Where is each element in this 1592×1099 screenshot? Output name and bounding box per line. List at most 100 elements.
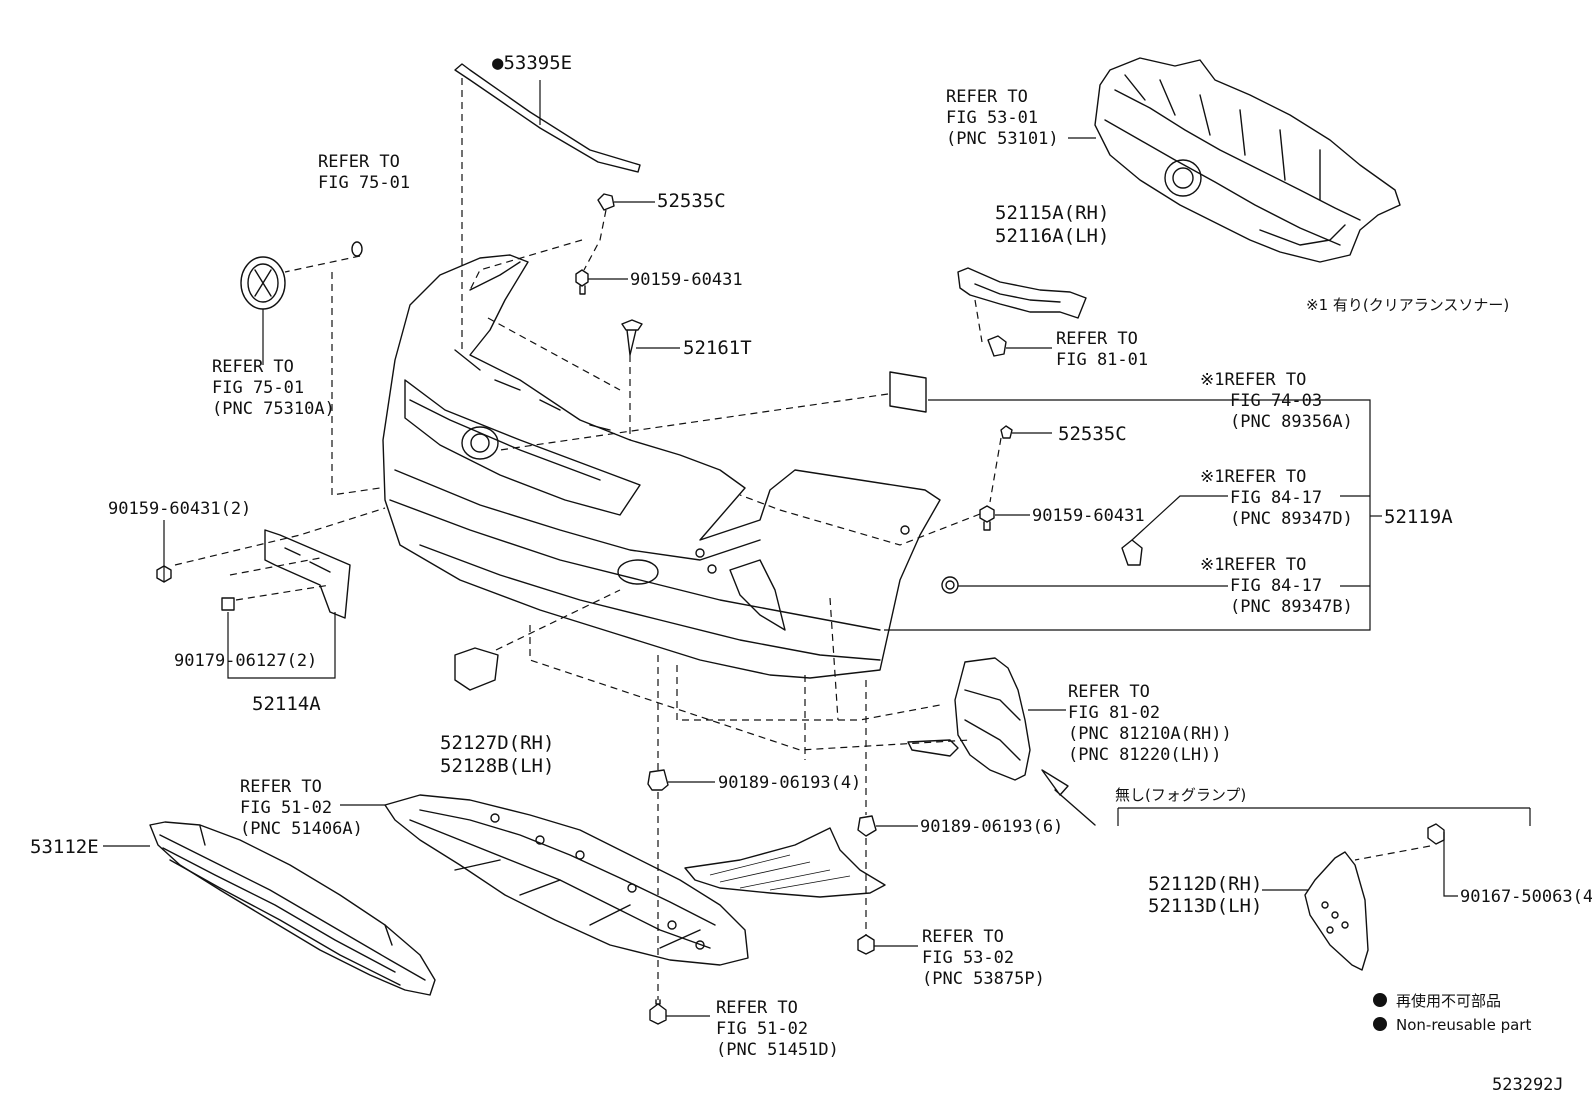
refer-line: FIG 51-02 bbox=[716, 1019, 808, 1039]
diagram-id: 523292J bbox=[1492, 1075, 1564, 1095]
refer-line: (PNC 81220(LH)) bbox=[1068, 745, 1222, 765]
screw-90159-top[interactable] bbox=[575, 269, 589, 295]
label-52127d: 52127D(RH) bbox=[440, 732, 554, 754]
sonar-sensor-89356a[interactable] bbox=[889, 371, 927, 413]
label-52115a: 52115A(RH) bbox=[995, 202, 1109, 224]
refer-fig-51-02-a[interactable]: REFER TO FIG 51-02 (PNC 51406A) bbox=[240, 777, 363, 839]
refer-line: (PNC 53875P) bbox=[922, 969, 1045, 989]
radiator-grille-assembly[interactable] bbox=[1094, 57, 1401, 263]
refer-fig-75-01-top[interactable]: REFER TO FIG 75-01 bbox=[318, 152, 410, 193]
refer-line: ※1REFER TO bbox=[1200, 555, 1306, 575]
refer-line: REFER TO bbox=[922, 927, 1004, 947]
refer-fig-51-02-b[interactable]: REFER TO FIG 51-02 (PNC 51451D) bbox=[716, 998, 839, 1060]
legend-japanese: 再使用不可部品 bbox=[1396, 992, 1501, 1010]
nut-90179[interactable] bbox=[221, 597, 235, 611]
refer-line: (PNC 53101) bbox=[946, 129, 1059, 149]
under-cover-53875p[interactable] bbox=[684, 827, 886, 898]
leader-lines bbox=[103, 80, 1531, 1017]
note-clearance-sonar: ※1 有り(クリアランスソナー) bbox=[1306, 296, 1509, 314]
refer-line: FIG 53-02 bbox=[922, 948, 1014, 968]
direction-arrow bbox=[1041, 769, 1096, 826]
refer-line: REFER TO bbox=[946, 87, 1028, 107]
legend-english: Non-reusable part bbox=[1396, 1016, 1531, 1034]
screw-81-01[interactable] bbox=[987, 335, 1007, 357]
front-emblem[interactable] bbox=[240, 241, 363, 310]
refer-line: (PNC 51406A) bbox=[240, 819, 363, 839]
label-53395e: ●53395E bbox=[492, 52, 572, 74]
refer-line: FIG 84-17 bbox=[1230, 576, 1322, 596]
lower-grille-53112e[interactable] bbox=[149, 821, 436, 996]
refer-line: FIG 75-01 bbox=[212, 378, 304, 398]
refer-line: FIG 84-17 bbox=[1230, 488, 1322, 508]
refer-line: FIG 53-01 bbox=[946, 108, 1038, 128]
refer-line: (PNC 89347B) bbox=[1230, 597, 1353, 617]
refer-fig-81-01[interactable]: REFER TO FIG 81-01 bbox=[1056, 329, 1148, 370]
refer-line: REFER TO bbox=[716, 998, 798, 1018]
refer-fig-81-02[interactable]: REFER TO FIG 81-02 (PNC 81210A(RH)) (PNC… bbox=[1068, 682, 1232, 765]
refer-line: (PNC 75310A) bbox=[212, 399, 335, 419]
tow-hook-cover-52127d[interactable] bbox=[454, 647, 499, 691]
refer-line: REFER TO bbox=[1068, 682, 1150, 702]
label-90167: 90167-50063(4) bbox=[1460, 887, 1592, 907]
refer-line: FIG 75-01 bbox=[318, 173, 410, 193]
label-52113d: 52113D(LH) bbox=[1148, 895, 1262, 917]
front-bumper-cover[interactable] bbox=[382, 254, 941, 679]
label-53112e: 53112E bbox=[30, 836, 99, 858]
label-90159-top: 90159-60431 bbox=[630, 270, 743, 290]
refer-line: FIG 51-02 bbox=[240, 798, 332, 818]
label-52535c-mid: 52535C bbox=[1058, 423, 1127, 445]
refer-line: FIG 74-03 bbox=[1230, 391, 1322, 411]
refer-line: REFER TO bbox=[318, 152, 400, 172]
refer-line: (PNC 51451D) bbox=[716, 1040, 839, 1060]
label-90189-6: 90189-06193(6) bbox=[920, 817, 1063, 837]
label-90159-left: 90159-60431(2) bbox=[108, 499, 251, 519]
refer-fig-84-17-d[interactable]: ※1REFER TO FIG 84-17 (PNC 89347D) bbox=[1200, 467, 1353, 529]
sonar-sensor-89347d[interactable] bbox=[1121, 539, 1143, 566]
label-52535c-top: 52535C bbox=[657, 190, 726, 212]
clip-52535c-mid[interactable] bbox=[1000, 425, 1013, 439]
label-52119a: 52119A bbox=[1384, 506, 1453, 528]
refer-fig-53-01[interactable]: REFER TO FIG 53-01 (PNC 53101) bbox=[946, 87, 1059, 149]
label-52116a: 52116A(LH) bbox=[995, 225, 1109, 247]
clip-52161t[interactable] bbox=[621, 319, 643, 356]
screw-90159-mid[interactable] bbox=[979, 505, 995, 531]
refer-line: REFER TO bbox=[240, 777, 322, 797]
refer-fig-53-02[interactable]: REFER TO FIG 53-02 (PNC 53875P) bbox=[922, 927, 1045, 989]
sonar-sensor-89347b[interactable] bbox=[941, 576, 959, 594]
label-52114a: 52114A bbox=[252, 693, 321, 715]
refer-fig-75-01-emblem[interactable]: REFER TO FIG 75-01 (PNC 75310A) bbox=[212, 357, 335, 419]
legend-dot-icon bbox=[1373, 993, 1387, 1007]
refer-line: REFER TO bbox=[1056, 329, 1138, 349]
engine-under-cover-51406a[interactable] bbox=[384, 794, 749, 966]
clip-90189-4[interactable] bbox=[647, 769, 669, 791]
refer-line: (PNC 89356A) bbox=[1230, 412, 1353, 432]
legend: 再使用不可部品 Non-reusable part bbox=[1373, 992, 1531, 1034]
installation-lines bbox=[174, 78, 1431, 1000]
refer-line: (PNC 81210A(RH)) bbox=[1068, 724, 1232, 744]
legend-dot-icon bbox=[1373, 1017, 1387, 1031]
label-52112d: 52112D(RH) bbox=[1148, 873, 1262, 895]
screw-90167[interactable] bbox=[1427, 823, 1445, 845]
note-no-fog-lamp: 無し(フォグランプ) bbox=[1115, 786, 1246, 804]
label-90189-4: 90189-06193(4) bbox=[718, 773, 861, 793]
refer-line: (PNC 89347D) bbox=[1230, 509, 1353, 529]
screw-53875p[interactable] bbox=[857, 934, 875, 955]
bumper-strip-53395e[interactable] bbox=[454, 63, 641, 173]
license-plate-bracket-52114a[interactable] bbox=[264, 529, 351, 619]
refer-line: FIG 81-01 bbox=[1056, 350, 1148, 370]
label-90159-mid: 90159-60431 bbox=[1032, 506, 1145, 526]
bumper-bracket-52115a[interactable] bbox=[957, 267, 1087, 319]
refer-line: ※1REFER TO bbox=[1200, 370, 1306, 390]
screw-51451d[interactable] bbox=[649, 999, 667, 1025]
refer-fig-74-03[interactable]: ※1REFER TO FIG 74-03 (PNC 89356A) bbox=[1200, 370, 1353, 432]
refer-line: FIG 81-02 bbox=[1068, 703, 1160, 723]
fog-lamp-cover-52112d[interactable] bbox=[1304, 851, 1369, 971]
clip-52535c-top[interactable] bbox=[597, 193, 615, 211]
clip-90189-6[interactable] bbox=[857, 815, 877, 837]
label-90179: 90179-06127(2) bbox=[174, 651, 317, 671]
fog-lamp-assembly[interactable] bbox=[907, 657, 1031, 781]
label-52161t: 52161T bbox=[683, 337, 752, 359]
refer-fig-84-17-b[interactable]: ※1REFER TO FIG 84-17 (PNC 89347B) bbox=[1200, 555, 1353, 617]
refer-line: REFER TO bbox=[212, 357, 294, 377]
